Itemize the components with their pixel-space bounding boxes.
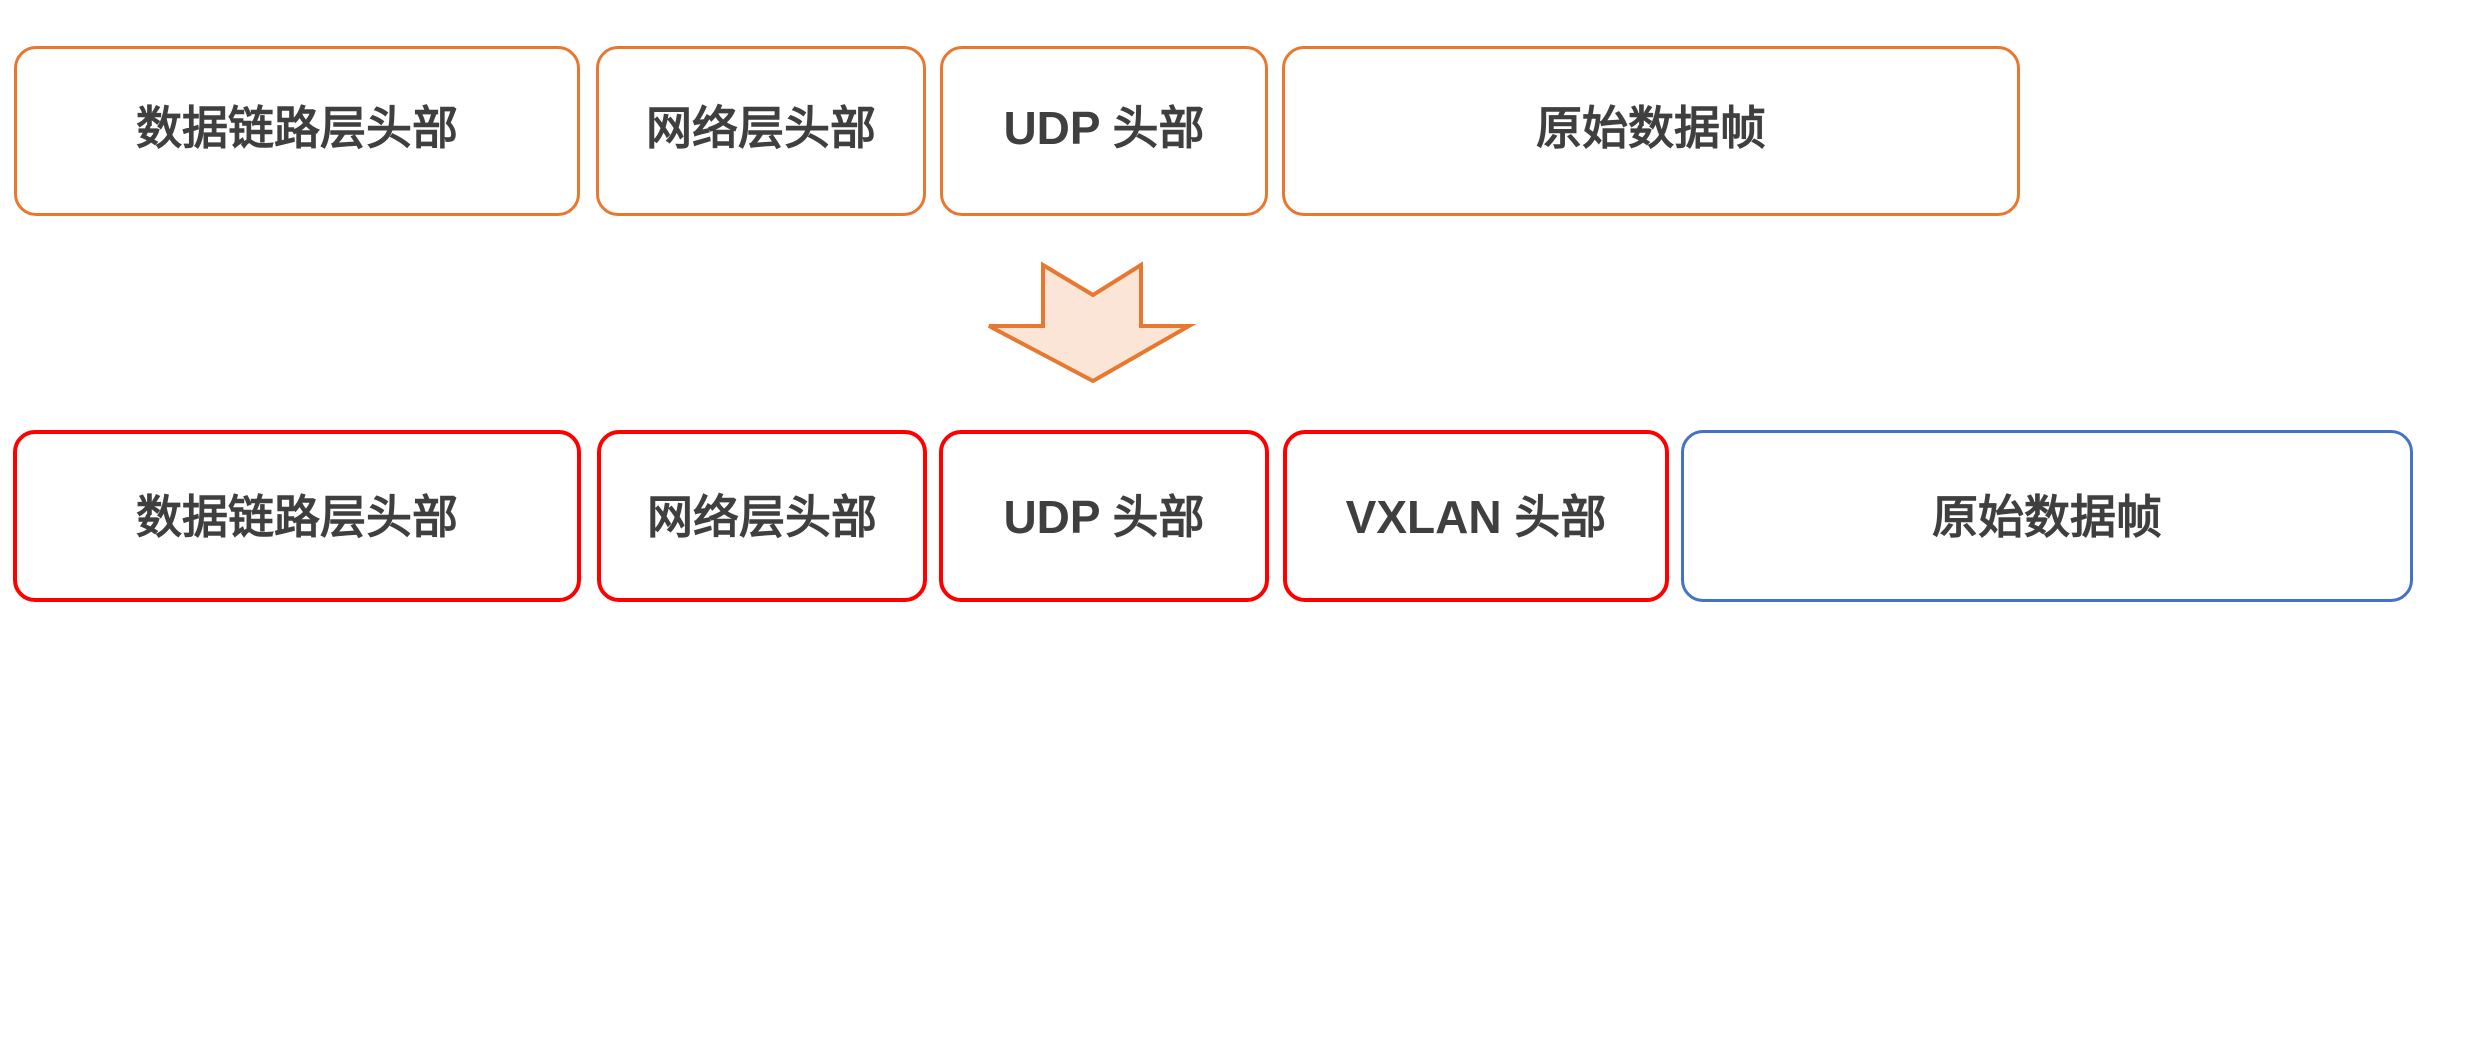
bottom-box-datalink-layer-header: 数据链路层头部 — [13, 430, 581, 602]
top-box-original-data-frame: 原始数据帧 — [1282, 46, 2020, 216]
top-box-udp-header: UDP 头部 — [940, 46, 1268, 216]
down-arrow-shape — [988, 261, 1197, 384]
top-box-network-layer-header: 网络层头部 — [596, 46, 926, 216]
top-box-datalink-layer-header: 数据链路层头部 — [14, 46, 580, 216]
encapsulation-arrow — [980, 258, 1200, 390]
bottom-box-udp-header: UDP 头部 — [939, 430, 1269, 602]
bottom-box-vxlan-header: VXLAN 头部 — [1283, 430, 1669, 602]
bottom-box-original-data-frame: 原始数据帧 — [1681, 430, 2413, 602]
bottom-box-network-layer-header: 网络层头部 — [597, 430, 927, 602]
down-arrow-icon — [988, 261, 1197, 384]
